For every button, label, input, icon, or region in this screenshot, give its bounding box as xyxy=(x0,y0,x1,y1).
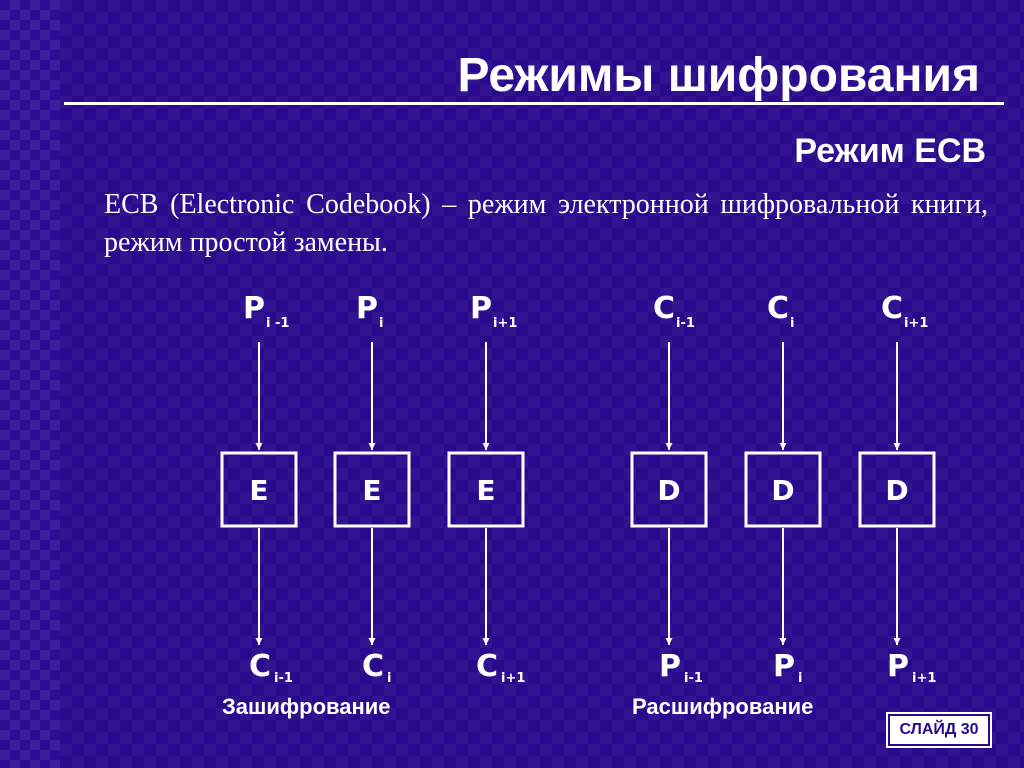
encryption-input-label: Pi+1 xyxy=(470,291,517,331)
decryption-cipher-block xyxy=(630,451,708,528)
decryption-input-label: Ci-1 xyxy=(653,291,695,331)
encryption-cipher-block xyxy=(333,451,411,528)
ecb-description: ECB (Electronic Codebook) – режим электр… xyxy=(104,189,988,258)
encryption-input-label: Pi xyxy=(356,291,383,331)
slide-title: Режимы шифрования xyxy=(457,49,981,102)
slide-number-label: СЛАЙД 30 xyxy=(899,721,979,738)
encryption-cipher-block xyxy=(220,451,298,528)
slide-number-badge: СЛАЙД 30 xyxy=(886,712,992,748)
decryption-block-label: D xyxy=(657,474,680,507)
encryption-block-label: E xyxy=(476,474,495,507)
encryption-cipher-block xyxy=(447,451,525,528)
encryption-input-label: Pi -1 xyxy=(243,291,289,331)
decorative-side-band xyxy=(0,0,60,768)
decryption-cipher-block xyxy=(858,451,936,528)
decryption-block-label: D xyxy=(885,474,908,507)
decryption-block-label: D xyxy=(771,474,794,507)
encryption-block-label: E xyxy=(249,474,268,507)
slide-subtitle: Режим ECB xyxy=(794,132,986,170)
encryption-block-label: E xyxy=(362,474,381,507)
decryption-input-label: Ci+1 xyxy=(881,291,928,331)
decryption-cipher-block xyxy=(744,451,822,528)
decryption-input-label: Ci xyxy=(767,291,795,331)
encryption-caption: Зашифрование xyxy=(222,694,391,719)
title-underline xyxy=(64,102,1004,105)
decryption-caption: Расшифрование xyxy=(632,694,814,719)
